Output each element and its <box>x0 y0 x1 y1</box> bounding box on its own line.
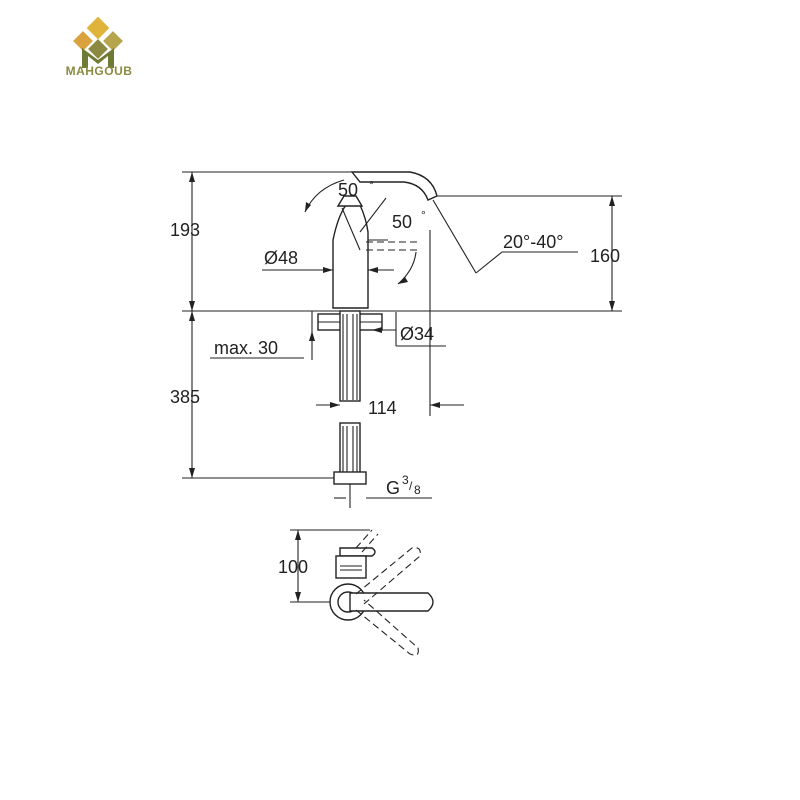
angle-label-leader <box>475 251 578 274</box>
faucet-lever <box>336 195 364 207</box>
dim-160-label: 160 <box>590 246 620 266</box>
degree-sign-a: ° <box>369 178 374 192</box>
brand-name: MAHGOUB <box>65 64 133 78</box>
hose-lines-top <box>342 314 358 400</box>
g-fraction-slash: / <box>409 479 413 493</box>
d34-label: Ø34 <box>400 324 434 344</box>
g-numerator: 3 <box>402 473 409 487</box>
g-label: G <box>386 478 400 498</box>
topview-lever-rotated <box>355 529 379 553</box>
angle-leader-line <box>432 199 477 274</box>
w114-arrow-left <box>330 402 340 408</box>
w114-arrow-right <box>430 402 440 408</box>
faucet-spout <box>350 171 438 201</box>
hose-fitting <box>333 471 367 485</box>
angle-50-arc-right <box>397 251 417 285</box>
d48-arrow-left <box>323 267 333 273</box>
logo-mark-icon <box>73 16 123 68</box>
topview-spout-rotated-up <box>355 547 421 605</box>
faucet-body <box>332 204 369 309</box>
angle-20-40-label: 20°-40° <box>503 232 563 252</box>
d34-arrow <box>372 327 382 333</box>
arc-right-arrow <box>398 277 408 284</box>
lever-rotated-dashed <box>366 241 420 251</box>
g-denominator: 8 <box>414 483 421 497</box>
d48-label: Ø48 <box>264 248 298 268</box>
lever-tilt-line <box>359 197 387 233</box>
lever-edge-line <box>341 207 361 251</box>
max30-arrow <box>309 331 315 341</box>
d48-arrow-right <box>368 267 378 273</box>
topview-lever-detail <box>340 565 362 571</box>
degree-sign-b: ° <box>421 208 426 222</box>
dim-385-label: 385 <box>170 387 200 407</box>
topview-spout-rotated-down <box>355 599 419 656</box>
shank <box>339 310 361 402</box>
max30-label: max. 30 <box>214 338 278 358</box>
dim-100-label: 100 <box>278 557 308 577</box>
dim-193-label: 193 <box>170 220 200 240</box>
arc-left-arrow <box>305 202 311 212</box>
angle-50-label-a: 50 <box>338 180 358 200</box>
angle-50-label-b: 50 <box>392 212 412 232</box>
mahgoub-logo <box>73 16 123 68</box>
w114-label: 114 <box>368 398 397 418</box>
topview-spout <box>349 592 434 612</box>
hose-lines-bottom <box>342 426 358 472</box>
topview-lever <box>339 547 376 557</box>
topview-lever-base <box>335 555 367 579</box>
